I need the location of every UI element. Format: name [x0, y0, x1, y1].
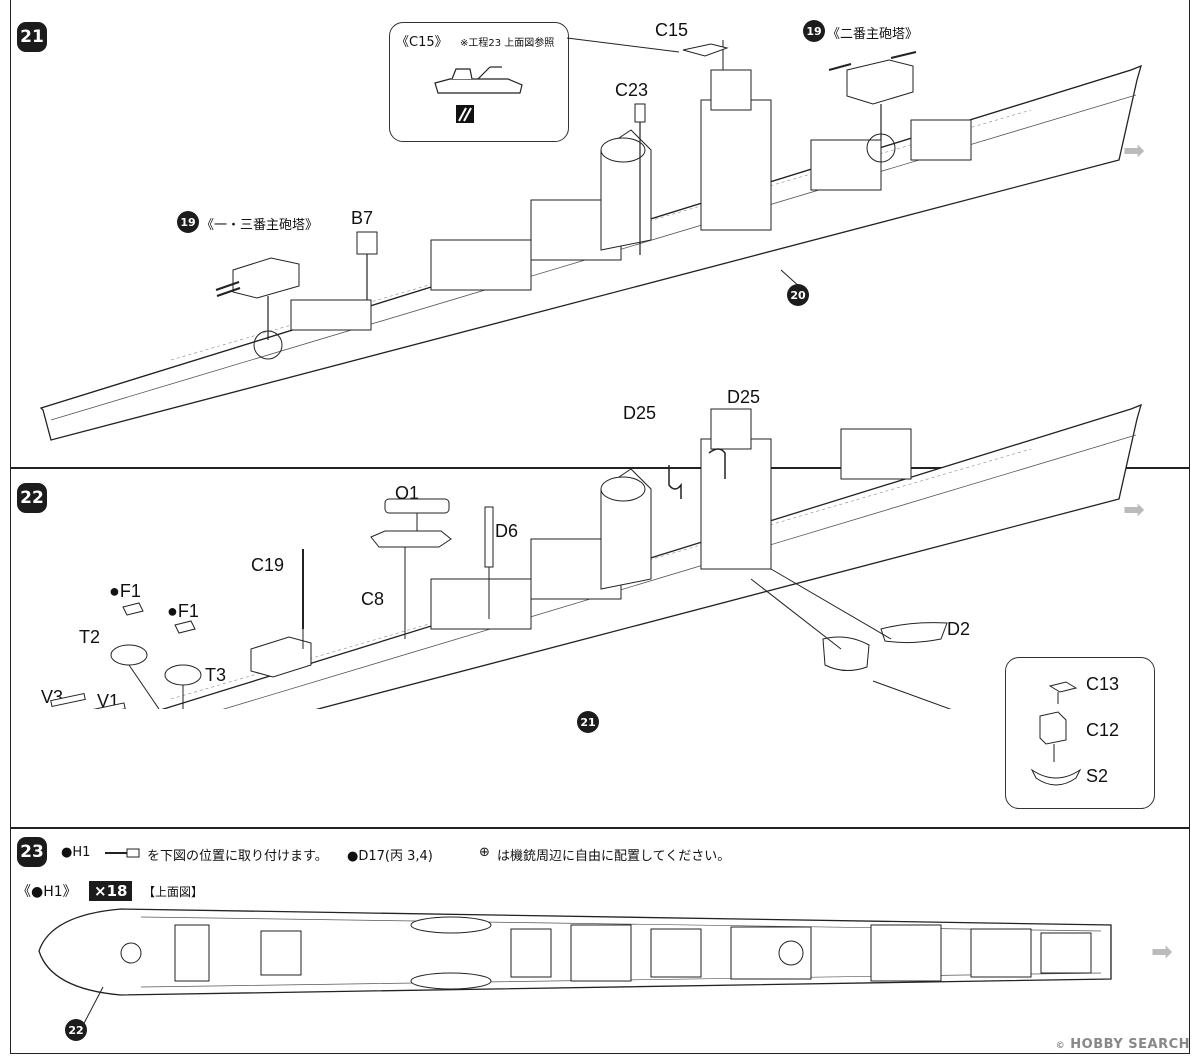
hull-ref-badge: 22 — [65, 1019, 87, 1041]
step-number-badge: 21 — [17, 22, 47, 52]
label-c12: C12 — [1086, 720, 1120, 740]
watermark: © HOBBY SEARCH — [1056, 1037, 1190, 1052]
c15-reference-callout: 《C15》 ※工程23 上面図参照 — [389, 22, 569, 142]
callout-part-ref: 《C15》 — [396, 35, 448, 50]
d17-part-icon: ⊕ — [479, 845, 490, 860]
label-c8: C8 — [361, 589, 385, 609]
label-f1-b: ●F1 — [167, 601, 199, 621]
view-label: 【上面図】 — [143, 885, 204, 899]
label-f1-a: ●F1 — [109, 581, 141, 601]
turret-step-badge-2: 19 — [177, 211, 199, 233]
label-turret-1-3: 《一・三番主砲塔》 — [201, 218, 319, 233]
boat-assembly-callout: C13 C12 S2 — [1005, 657, 1155, 809]
watermark-brand: HOBBY SEARCH — [1070, 1037, 1190, 1052]
ship-drawing-step21 — [39, 37, 1142, 441]
label-b7: B7 — [351, 208, 374, 228]
hull-ref-badge: 21 — [577, 711, 599, 733]
label-d6: D6 — [495, 521, 519, 541]
boat-parts-drawing — [1030, 681, 1082, 786]
h1-part-ref: 《●H1》 — [17, 884, 77, 900]
label-d2: D2 — [947, 619, 971, 639]
step-23-panel: 23 ●H1 を下図の位置に取り付けます。 ●D17(丙 3,4) ⊕ は機銃周… — [10, 828, 1190, 1054]
step-number-badge: 23 — [17, 837, 47, 867]
step-number-badge: 22 — [17, 483, 47, 513]
step-21-panel: 21 《C15》 ※工程23 上面図参照 C15 C23 B7 19 《二番主砲… — [10, 0, 1190, 468]
turret-step-badge: 19 — [803, 20, 825, 42]
label-s2: S2 — [1086, 766, 1109, 786]
label-t2: T2 — [79, 627, 101, 647]
instruction-text-2: は機銃周辺に自由に配置してください。 — [497, 849, 731, 864]
ship-drawing-step22 — [50, 403, 1142, 709]
label-d25-left: D25 — [623, 403, 657, 423]
label-turret-2: 《二番主砲塔》 — [827, 27, 919, 42]
label-c13: C13 — [1086, 674, 1120, 694]
forward-direction-icon: ➡ — [1151, 937, 1173, 967]
c15-part-drawing — [434, 66, 523, 123]
forward-direction-icon: ➡ — [1123, 495, 1145, 525]
instruction-part-d17: ●D17(丙 3,4) — [347, 849, 433, 864]
ship-top-view-drawing — [38, 908, 1112, 1030]
forward-direction-icon: ➡ — [1123, 136, 1145, 166]
watermark-reg: © — [1055, 1041, 1066, 1051]
callout-note: ※工程23 上面図参照 — [460, 38, 555, 49]
label-q1: Q1 — [395, 483, 420, 503]
instruction-text-1: を下図の位置に取り付けます。 — [147, 849, 328, 864]
h1-part-icon — [105, 848, 140, 858]
label-c19: C19 — [251, 555, 285, 575]
label-c15: C15 — [655, 20, 689, 40]
label-c23: C23 — [615, 80, 649, 100]
instruction-part-h1: ●H1 — [61, 845, 91, 860]
hull-ref-badge: 20 — [787, 284, 809, 306]
quantity-badge: ×18 — [89, 881, 133, 901]
label-t3: T3 — [205, 665, 227, 685]
label-d25-right: D25 — [727, 387, 761, 407]
step-22-panel: 22 D25 D25 Q1 D6 C19 C8 ●F1 ●F1 T2 T3 V3… — [10, 387, 1190, 828]
